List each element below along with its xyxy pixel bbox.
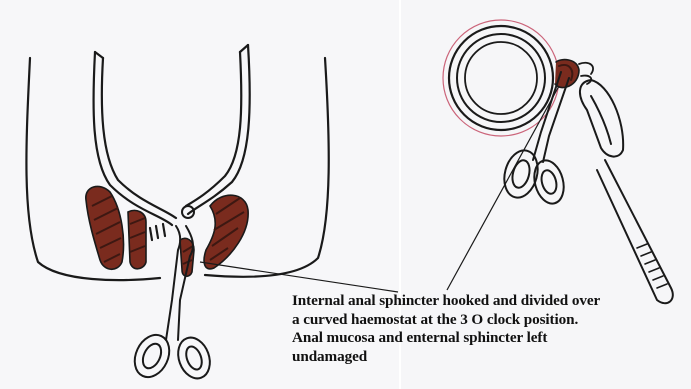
left-canal-inner-wall bbox=[102, 58, 176, 218]
caption: Internal anal sphincter hooked and divid… bbox=[292, 292, 687, 366]
mucosa-marks bbox=[150, 224, 165, 240]
right-canal-inner-wall bbox=[186, 52, 241, 206]
canal-tips bbox=[95, 45, 248, 58]
scalpel-icon bbox=[580, 80, 673, 303]
pointer-line bbox=[447, 86, 559, 290]
caption-line-3: Anal mucosa and enternal sphincter left bbox=[292, 329, 687, 348]
sphincter-muscles bbox=[86, 186, 248, 276]
caption-line-1: Internal anal sphincter hooked and divid… bbox=[292, 292, 687, 311]
caption-line-2: a curved haemostat at the 3 O clock posi… bbox=[292, 311, 687, 330]
caption-line-4: undamaged bbox=[292, 348, 687, 367]
